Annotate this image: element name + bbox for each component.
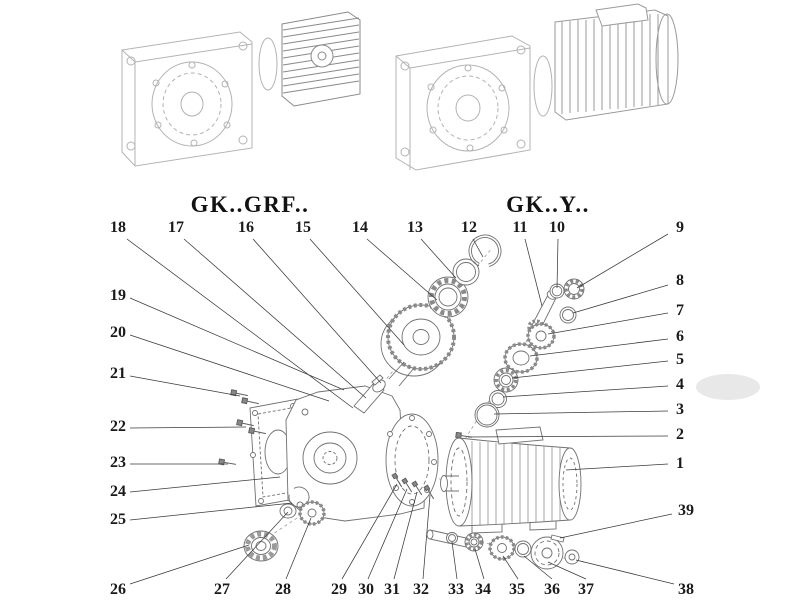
leader-line-31 <box>393 491 418 580</box>
leader-line-4 <box>502 385 669 398</box>
leader-line-15 <box>309 238 405 346</box>
leader-line-29 <box>341 483 398 580</box>
output-shaft-assembly-drawing <box>426 529 580 570</box>
leader-line-21 <box>129 375 241 397</box>
leader-line-30 <box>367 488 408 580</box>
leader-line-37 <box>547 561 587 580</box>
leader-line-19 <box>129 297 345 391</box>
gearbox-y-drawing <box>395 35 553 171</box>
leader-line-3 <box>493 410 669 415</box>
leader-line-12 <box>472 238 484 258</box>
model-label-gk-grf: GK..GRF.. <box>190 192 310 217</box>
main-gear-drawing <box>380 303 456 387</box>
gearbox-grf-drawing <box>121 31 278 167</box>
model-label-gk-y: GK..Y.. <box>506 192 590 217</box>
y-motor-drawing <box>554 3 679 121</box>
leader-line-10 <box>556 238 559 289</box>
watermark-smudge <box>696 374 760 400</box>
grf-input-adapter-drawing <box>281 11 361 107</box>
leader-line-25 <box>129 502 293 521</box>
leader-lines-layer <box>126 233 675 585</box>
leader-line-36 <box>523 555 553 580</box>
leader-line-24 <box>129 476 281 493</box>
leader-line-14 <box>366 238 438 301</box>
input-pinion-shaft-drawing <box>353 374 386 414</box>
leader-line-26 <box>129 544 250 585</box>
leader-line-8 <box>572 284 669 314</box>
main-motor-drawing <box>440 426 582 534</box>
leader-line-34 <box>474 548 485 580</box>
leader-line-9 <box>576 233 669 289</box>
leader-line-28 <box>285 517 312 580</box>
leader-line-2 <box>467 435 669 438</box>
leader-line-18 <box>126 238 354 409</box>
leader-line-20 <box>129 334 330 402</box>
leader-line-22 <box>129 426 247 429</box>
leader-line-1 <box>565 463 669 471</box>
leader-line-11 <box>524 238 543 307</box>
leader-line-5 <box>511 360 669 379</box>
leader-line-16 <box>252 238 382 384</box>
input-bearing-rings-drawing <box>427 234 502 318</box>
leader-line-35 <box>502 555 519 580</box>
output-bearing-gear-drawing <box>243 486 326 562</box>
leader-line-17 <box>183 238 367 399</box>
bevel-pinion-stack-drawing <box>474 278 585 428</box>
leader-line-38 <box>575 559 675 585</box>
leader-line-39 <box>559 513 673 539</box>
leader-line-7 <box>547 312 669 335</box>
leader-line-33 <box>451 541 458 580</box>
leader-line-32 <box>422 494 431 580</box>
leader-line-27 <box>225 511 289 580</box>
leader-line-13 <box>420 238 457 279</box>
leader-line-6 <box>529 338 669 357</box>
